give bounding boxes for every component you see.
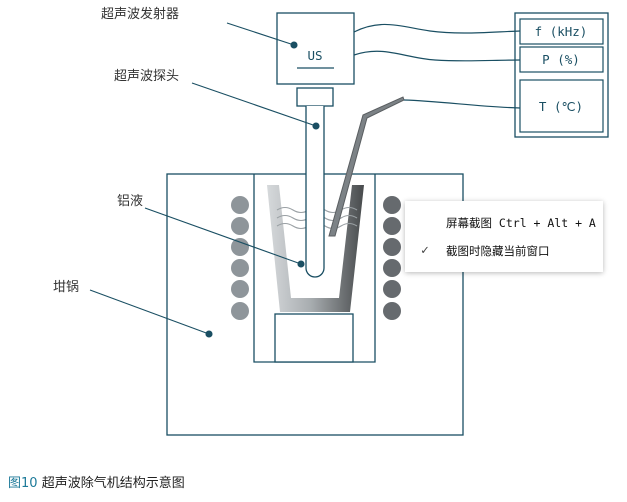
figure-caption: 图10 超声波除气机结构示意图 — [8, 472, 185, 491]
generator-label: 超声波发射器 — [101, 6, 179, 22]
crucible-label: 坩锅 — [53, 279, 79, 295]
signal-wires — [353, 23, 521, 109]
liquid-label: 铝液 — [117, 194, 143, 209]
transducer-connector — [296, 87, 334, 107]
figure-number: 图10 — [8, 476, 38, 491]
temp-label: T (℃) — [539, 99, 583, 114]
context-menu: 屏幕截图 Ctrl + Alt + A ✓ 截图时隐藏当前窗口 — [405, 201, 603, 272]
menu-item-screenshot-label: 屏幕截图 Ctrl + Alt + A — [446, 216, 596, 230]
checkmark-icon: ✓ — [421, 243, 429, 258]
ultrasonic-generator — [276, 12, 355, 85]
instrument-panel — [514, 12, 609, 138]
menu-item-screenshot[interactable]: 屏幕截图 Ctrl + Alt + A — [405, 210, 603, 236]
us-label: US — [307, 48, 322, 63]
figure-title: 超声波除气机结构示意图 — [41, 476, 185, 491]
probe-label: 超声波探头 — [114, 69, 179, 84]
freq-display — [519, 18, 604, 45]
power-display — [519, 46, 604, 73]
menu-item-hide-window[interactable]: ✓ 截图时隐藏当前窗口 — [405, 238, 603, 264]
induction-coil-left — [231, 196, 249, 320]
crucible — [267, 185, 364, 312]
freq-label: f (kHz) — [535, 24, 588, 39]
leader-lines — [89, 22, 320, 338]
power-label: P (%) — [542, 52, 580, 67]
induction-coil-right — [383, 196, 401, 320]
pedestal — [274, 313, 354, 363]
menu-item-hide-window-label: 截图时隐藏当前窗口 — [446, 244, 550, 258]
ultrasonic-probe — [305, 106, 325, 278]
thermocouple — [328, 96, 405, 237]
temp-display — [519, 79, 604, 133]
